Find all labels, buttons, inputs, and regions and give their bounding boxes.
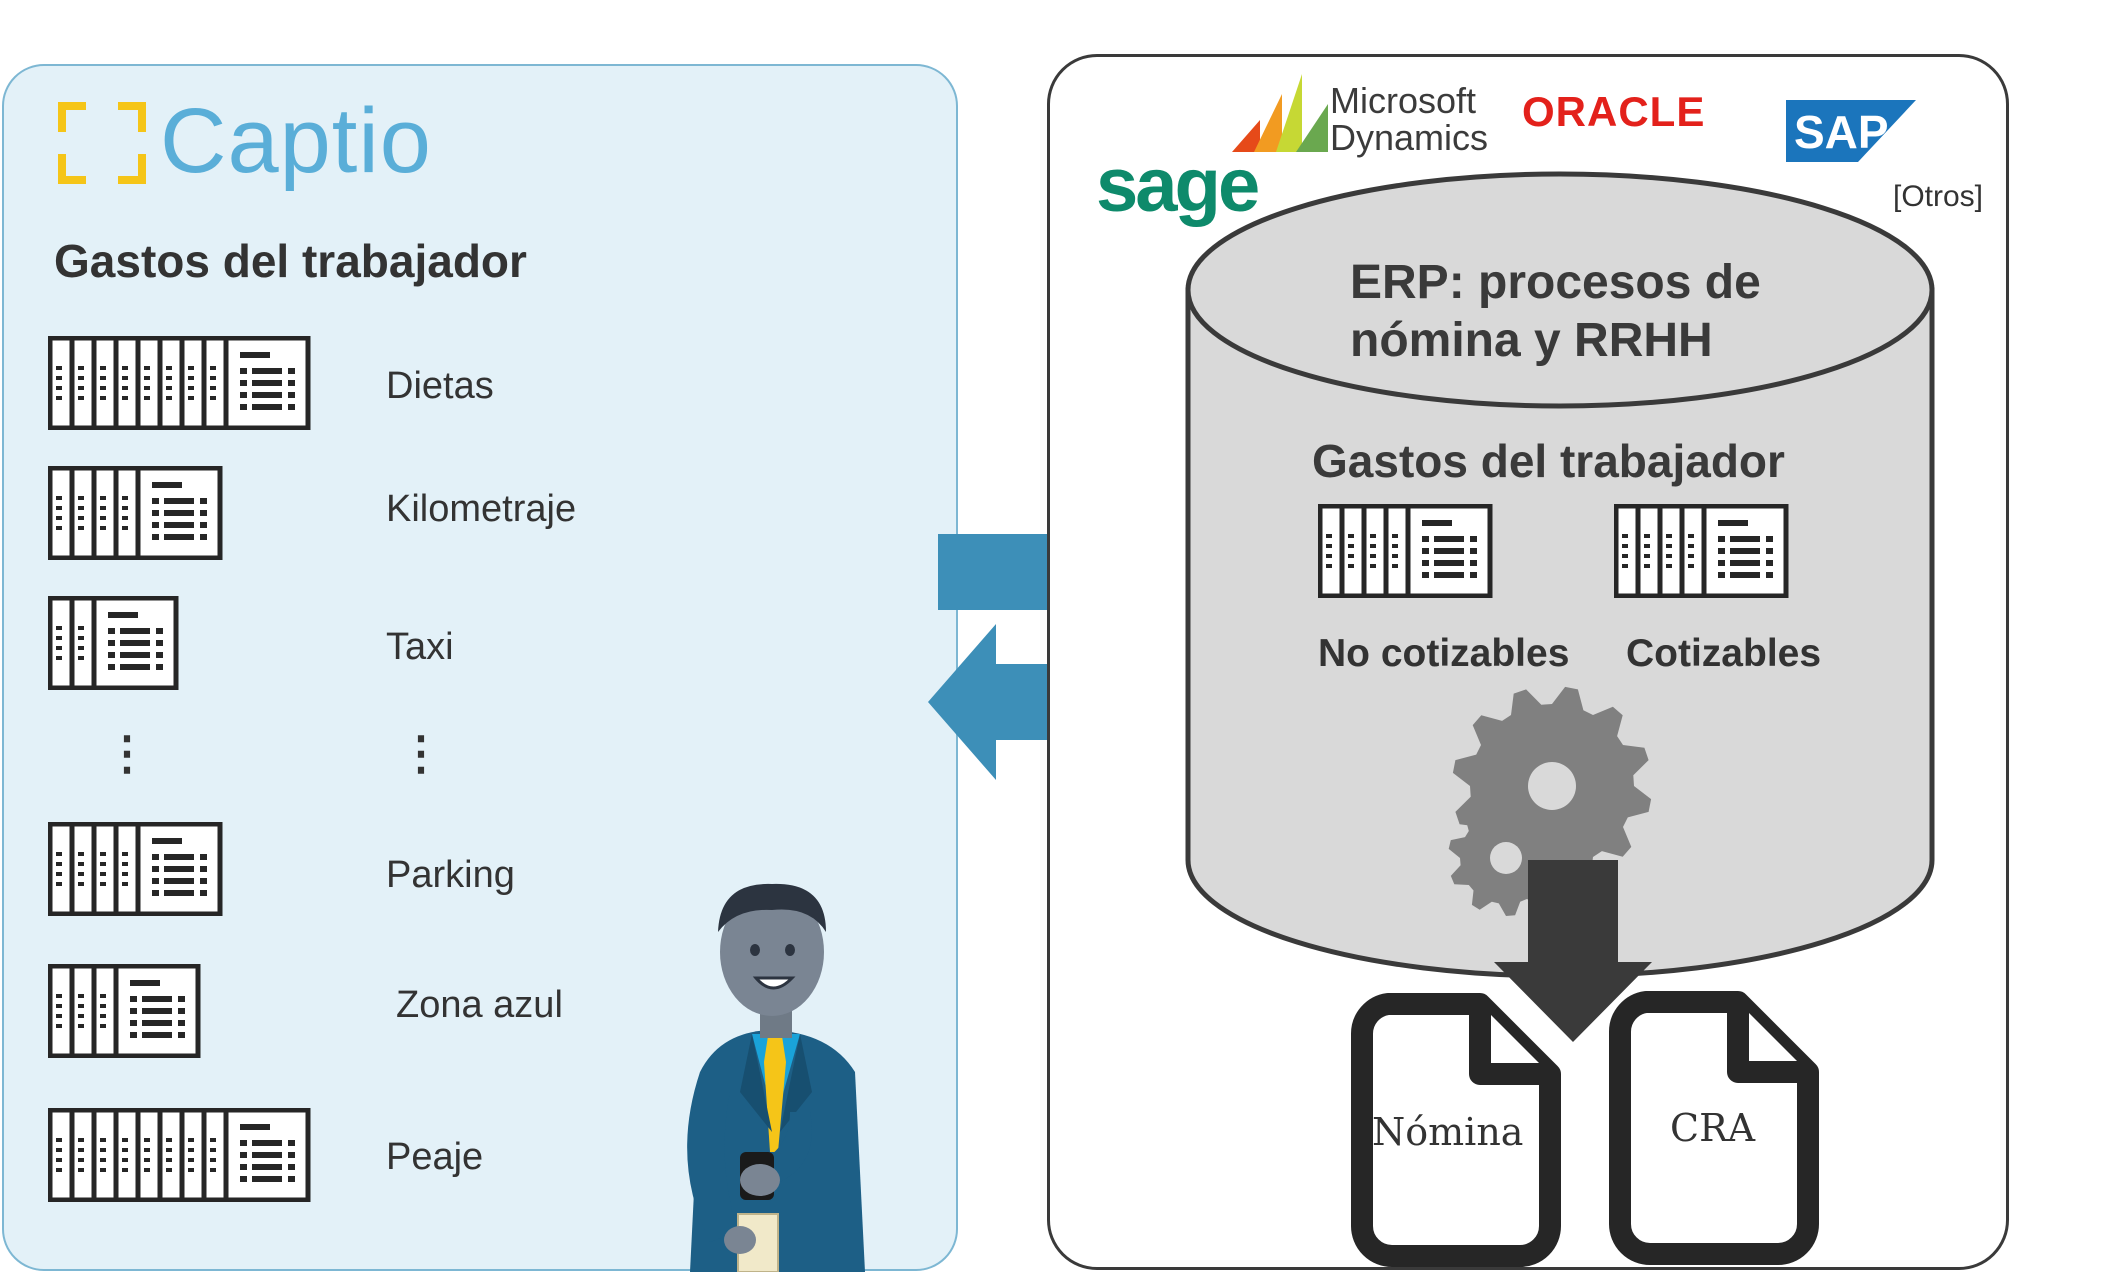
receipt-stack-icon [48, 822, 223, 916]
category-cotizables: Cotizables [1626, 632, 1822, 675]
businessman-illustration [687, 883, 865, 1272]
receipt-stack-icon [1318, 504, 1493, 598]
category-no-cotizables: No cotizables [1318, 632, 1570, 675]
expense-label-zona-azul: Zona azul [396, 984, 563, 1026]
ellipsis-right: ⋮ [398, 727, 444, 779]
erp-heading: Gastos del trabajador [1312, 435, 1785, 487]
receipt-stack-icon [48, 466, 223, 560]
receipt-stack-icon [48, 964, 201, 1058]
ellipsis-left: ⋮ [104, 727, 150, 779]
receipt-stack-icon [48, 596, 179, 690]
erp-title-line1: ERP: procesos de [1350, 256, 1761, 309]
captio-logo-icon [58, 102, 146, 184]
erp-database-icon [1185, 171, 1935, 979]
arrow-down-icon [1494, 860, 1652, 1042]
document-icon [1609, 991, 1819, 1265]
erp-title-line2: nómina y RRHH [1350, 314, 1713, 367]
sap-logo: SAP [1786, 100, 1916, 162]
erp-title: ERP: procesos de nómina y RRHH [1350, 254, 1761, 370]
microsoft-logo-line1: Microsoft [1330, 80, 1477, 121]
receipt-stack-icon [48, 1108, 311, 1202]
microsoft-logo-line2: Dynamics [1330, 117, 1489, 158]
sap-logo-text: SAP [1794, 106, 1889, 158]
output-cra-label: CRA [1670, 1106, 1756, 1150]
expense-label-peaje: Peaje [386, 1136, 484, 1178]
expense-label-kilometraje: Kilometraje [386, 488, 577, 530]
sage-logo: sage [1096, 143, 1260, 228]
receipt-stack-icon [48, 336, 311, 430]
expense-label-taxi: Taxi [386, 626, 454, 668]
output-nomina-label: Nómina [1372, 1110, 1524, 1154]
microsoft-dynamics-icon [1232, 74, 1328, 152]
captio-heading: Gastos del trabajador [54, 235, 527, 287]
expense-label-parking: Parking [386, 854, 515, 896]
oracle-logo: ORACLE [1522, 88, 1706, 135]
others-label: [Otros] [1893, 180, 1984, 213]
expense-label-dietas: Dietas [386, 365, 494, 407]
receipt-stack-icon [1614, 504, 1789, 598]
captio-logo-text: Captio [160, 90, 432, 192]
document-icon [1351, 993, 1561, 1267]
microsoft-dynamics-logo: Microsoft Dynamics [1330, 82, 1488, 156]
